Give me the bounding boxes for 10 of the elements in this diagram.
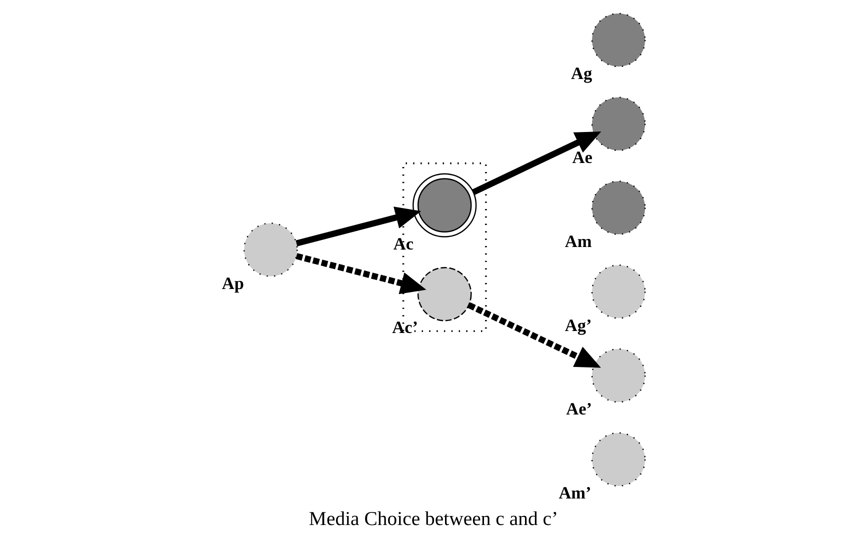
node-label: Ap [221,274,244,293]
node-label: Ag’ [564,316,592,335]
node-label: Ae’ [566,400,592,419]
node-label: Ac’ [392,318,418,338]
caption: Media Choice between c and c’ [308,508,558,530]
node-label: Am [564,232,592,251]
node-label: Ag [570,64,592,84]
node-label: Ae [572,148,592,167]
node-label: Ac [392,234,414,254]
node-label: Am’ [558,484,591,503]
